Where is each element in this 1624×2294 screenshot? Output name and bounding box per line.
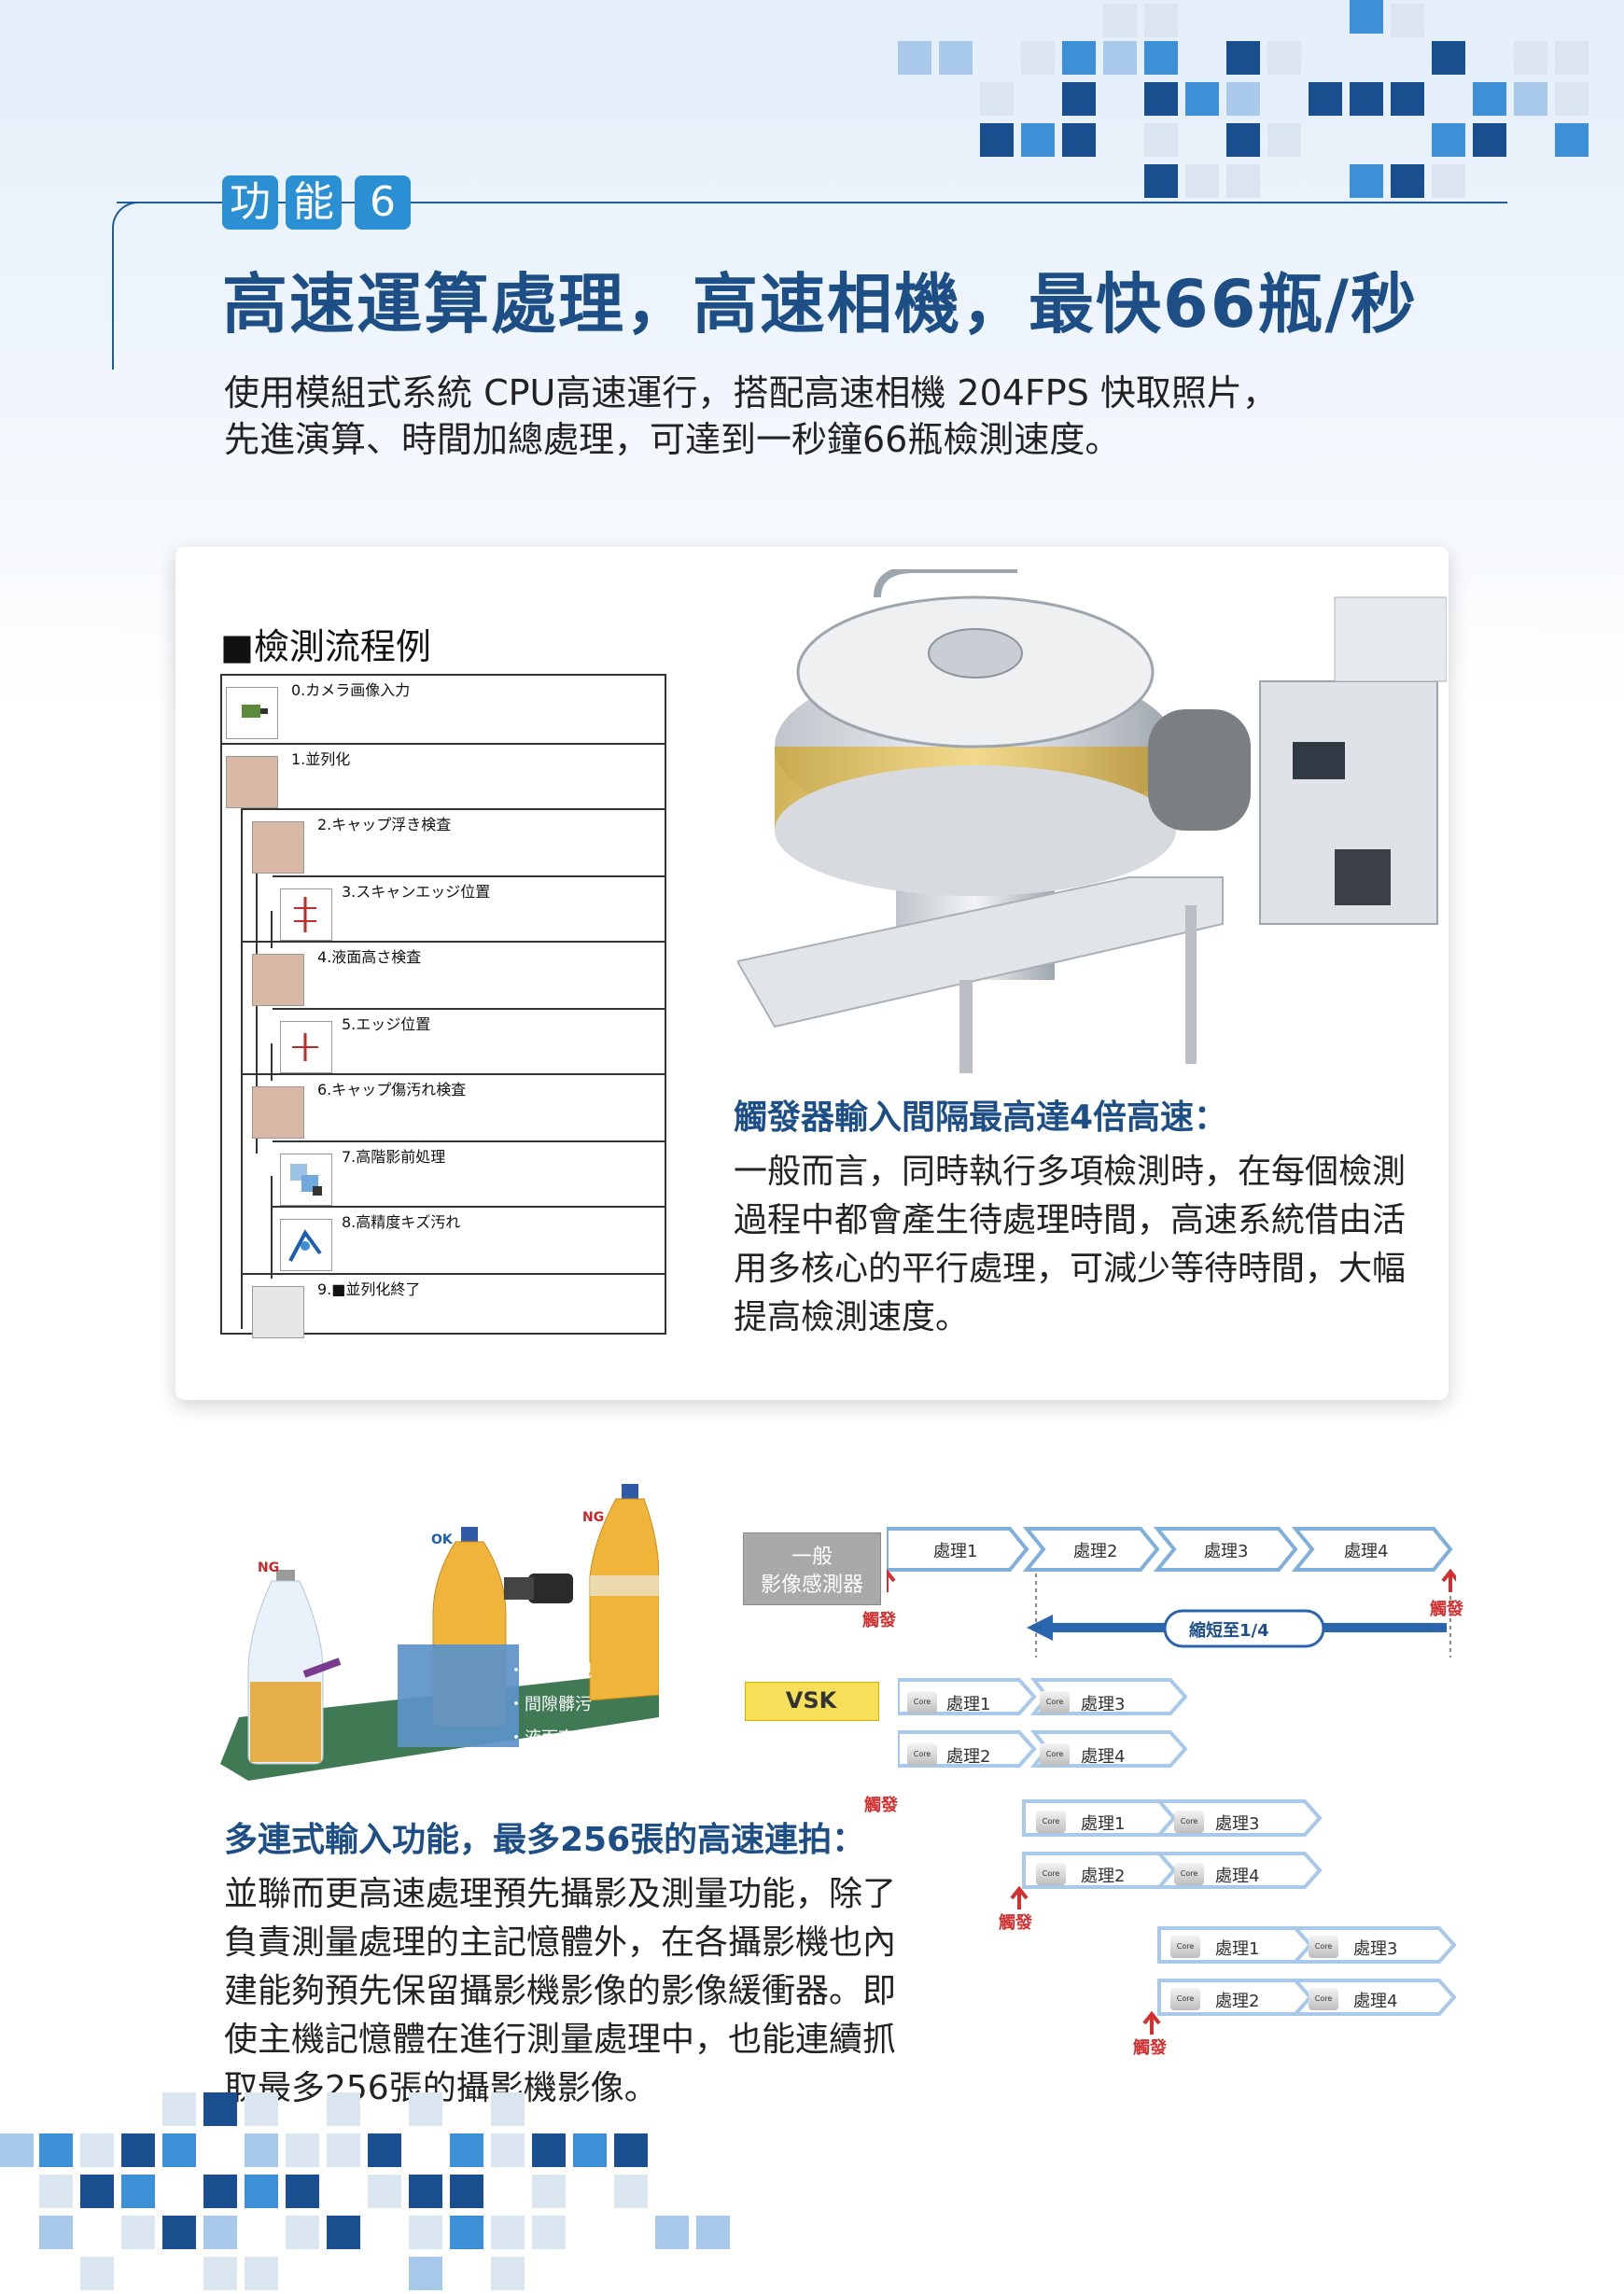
ng-label: NG (258, 1560, 280, 1575)
multi-body-line: 負責測量處理的主記憶體外，在各攝影機也內 (224, 1923, 897, 1962)
trigger-label: 觸發 (864, 1796, 898, 1815)
timeline-proc-label: 處理1 (1215, 1939, 1260, 1959)
core-chip-icon: Core (1040, 1743, 1070, 1766)
timeline-proc-label: 處理4 (1353, 1992, 1398, 2011)
general-sensor-box (743, 1532, 881, 1605)
timeline-arrows-general (887, 1527, 1456, 1658)
scan-edge-icon (280, 888, 332, 941)
end-icon (252, 1286, 304, 1338)
preprocess-icon (280, 1154, 332, 1206)
flow-step: 2.キャップ浮き検査 (243, 808, 665, 875)
flow-step-label: 1.並列化 (291, 750, 351, 768)
flow-step-label: 5.エッジ位置 (342, 1015, 431, 1033)
header-rule (117, 202, 1507, 203)
flow-step: 6.キャップ傷汚れ検査 (243, 1073, 665, 1140)
intro-line-2: 先進演算、時間加總處理，可達到一秒鐘66瓶檢測速度。 (224, 419, 1121, 460)
flow-heading: ■檢測流程例 (220, 626, 431, 667)
header-corner-bracket (112, 202, 146, 370)
timeline-proc-label: 處理2 (1073, 1542, 1118, 1561)
trigger-label: 觸發 (999, 1913, 1032, 1933)
multi-body-line: 使主機記憶體在進行測量處理中，也能連續抓 (224, 2021, 897, 2059)
timeline-proc-label: 處理2 (1215, 1992, 1260, 2011)
core-chip-icon: Core (1040, 1691, 1070, 1714)
edge-position-icon (280, 1021, 332, 1073)
core-chip-icon: Core (1170, 1936, 1200, 1958)
timeline-proc-label: 處理3 (1081, 1695, 1126, 1714)
trigger-body-line: 過程中都會產生待處理時間，高速系統借由活 (734, 1201, 1407, 1239)
core-chip-icon: Core (1174, 1811, 1204, 1833)
filling-machine-illustration (737, 569, 1447, 1073)
core-chip-icon: Core (907, 1691, 937, 1714)
vsk-box (745, 1682, 879, 1721)
general-sensor-label: 一般 (791, 1546, 833, 1569)
flow-step: 1.並列化 (222, 743, 665, 810)
trigger-body-line: 用多核心的平行處理，可減少等待時間，大幅 (734, 1250, 1407, 1288)
vsk-label: VSK (785, 1687, 837, 1714)
flow-step: 8.高精度キズ汚れ (273, 1206, 665, 1273)
multi-input-section-title: 多連式輸入功能，最多256張的高速連拍： (224, 1821, 866, 1859)
flow-step-label: 2.キャップ浮き検査 (317, 816, 452, 833)
badge-char: 功 (222, 175, 278, 230)
timeline-proc-label: 處理3 (1215, 1814, 1260, 1834)
trigger-label: 觸發 (1430, 1600, 1463, 1619)
shorten-label: 縮短至1/4 (1189, 1621, 1269, 1641)
timeline-proc-label: 處理3 (1204, 1542, 1249, 1561)
check-item: ・間隙髒污 (508, 1695, 592, 1714)
scratch-detect-icon (280, 1219, 332, 1271)
general-sensor-label: 影像感測器 (760, 1574, 863, 1597)
flow-step: 5.エッジ位置 (273, 1008, 665, 1075)
flow-chart: 0.カメラ画像入力 1.並列化 2.キャップ浮き検査 3.スキャンエッジ位置 4… (220, 674, 666, 1338)
timeline-proc-label: 處理1 (933, 1542, 978, 1561)
parallel-icon (252, 954, 304, 1006)
trigger-section-title: 觸發器輸入間隔最高達4倍高速： (734, 1098, 1228, 1137)
badge-char: 能 (286, 175, 342, 230)
flow-step: 7.高階影前処理 (273, 1140, 665, 1208)
timeline-arrows-vsk (898, 1678, 1457, 2035)
timeline-proc-label: 處理4 (1081, 1747, 1126, 1767)
parallel-icon (252, 1086, 304, 1139)
check-item: ・間隙浮現 (508, 1661, 592, 1681)
core-chip-icon: Core (1036, 1811, 1066, 1833)
flow-step: 0.カメラ画像入力 (222, 676, 665, 743)
check-item: ・液面高度 (508, 1728, 592, 1748)
flow-step: 4.液面高さ検査 (243, 941, 665, 1008)
timeline-proc-label: 處理2 (1081, 1867, 1126, 1886)
flow-step-label: 7.高階影前処理 (342, 1148, 446, 1166)
trigger-label: 觸發 (862, 1611, 896, 1630)
multi-body-line: 並聯而更高速處理預先攝影及測量功能，除了 (224, 1875, 897, 1913)
page-title: 高速運算處理，高速相機，最快66瓶/秒 (222, 266, 1418, 343)
flow-step-label: 0.カメラ画像入力 (291, 681, 411, 699)
timeline-proc-label: 處理4 (1344, 1542, 1389, 1561)
flow-step-label: 9.■並列化終了 (317, 1280, 421, 1298)
core-chip-icon: Core (907, 1743, 937, 1766)
timeline-proc-label: 處理3 (1353, 1939, 1398, 1959)
badge-number: 6 (355, 175, 411, 230)
camera-icon (226, 687, 278, 739)
flow-step: 9.■並列化終了 (243, 1273, 665, 1340)
bottle-inspection-illustration (220, 1484, 659, 1781)
core-chip-icon: Core (1036, 1863, 1066, 1885)
flow-step-label: 8.高精度キズ汚れ (342, 1213, 461, 1231)
core-chip-icon: Core (1309, 1988, 1338, 2010)
multi-body-line: 建能夠預先保留攝影機影像的影像緩衝器。即 (224, 1972, 897, 2010)
trigger-body-line: 一般而言，同時執行多項檢測時，在每個檢測 (734, 1153, 1407, 1191)
core-chip-icon: Core (1170, 1988, 1200, 2010)
flow-step-label: 6.キャップ傷汚れ検査 (317, 1081, 467, 1098)
flow-step-label: 3.スキャンエッジ位置 (342, 883, 491, 901)
parallel-icon (252, 821, 304, 874)
flow-step: 3.スキャンエッジ位置 (273, 875, 665, 943)
parallel-icon (226, 756, 278, 808)
timeline-proc-label: 處理2 (946, 1747, 991, 1767)
ok-label: OK (431, 1532, 453, 1547)
core-chip-icon: Core (1174, 1863, 1204, 1885)
timeline-proc-label: 處理4 (1215, 1867, 1260, 1886)
core-chip-icon: Core (1309, 1936, 1338, 1958)
intro-line-1: 使用模組式系統 CPU高速運行，搭配高速相機 204FPS 快取照片， (224, 372, 1278, 413)
flow-step-label: 4.液面高さ検査 (317, 948, 422, 966)
timeline-proc-label: 處理1 (1081, 1814, 1126, 1834)
trigger-body-line: 提高檢測速度。 (734, 1298, 970, 1336)
timeline-proc-label: 處理1 (946, 1695, 991, 1714)
ng-label: NG (582, 1510, 605, 1525)
trigger-label: 觸發 (1133, 2038, 1167, 2058)
